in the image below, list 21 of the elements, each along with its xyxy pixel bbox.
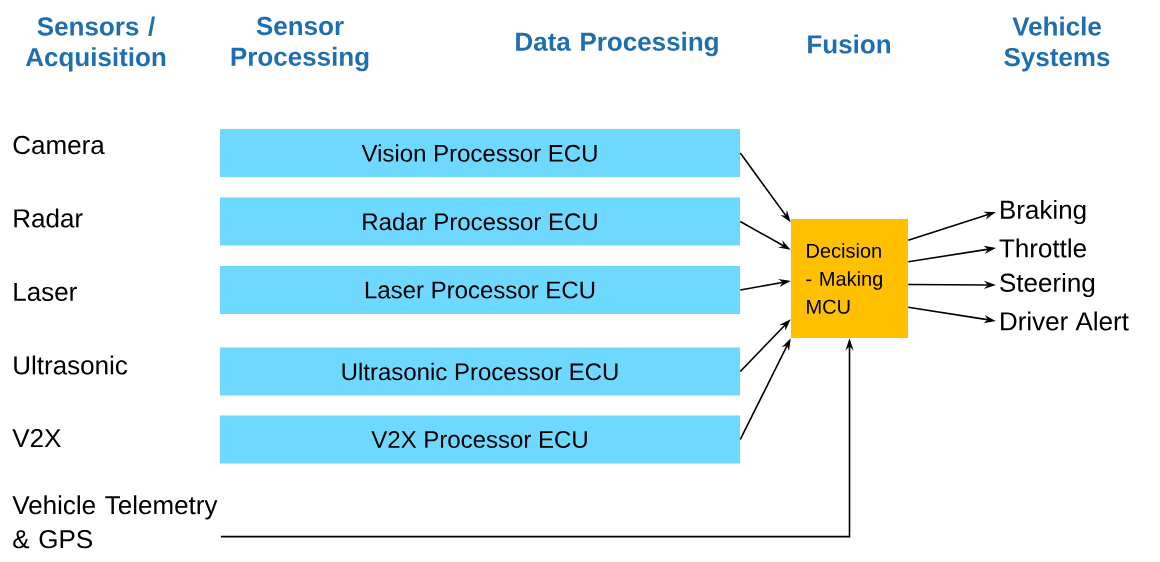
column-heading: Sensors / Acquisition [25, 16, 166, 72]
processor-box: V2X Processor ECU [220, 415, 740, 464]
column-heading: Sensor Processing [231, 16, 369, 72]
output-label: Steering [1000, 272, 1095, 298]
output-label: Braking [1001, 199, 1086, 225]
processor-box: Ultrasonic Processor ECU [220, 347, 740, 396]
output-label: Throttle [999, 238, 1086, 258]
sensor-label: Radar [14, 208, 83, 228]
column-heading: Data Processing [516, 31, 718, 57]
column-heading: Fusion [808, 34, 890, 54]
processor-box: Radar Processor ECU [220, 197, 740, 246]
sensor-label: Laser [14, 282, 77, 302]
sensor-label: V2X [12, 428, 61, 448]
sensor-label: Ultrasonic [14, 355, 128, 375]
column-heading: Vehicle Systems [1004, 16, 1110, 72]
output-label: Driver Alert [1001, 311, 1129, 331]
decision-box: Decision - Making MCU [791, 219, 908, 338]
input-label: Vehicle Telemetry & GPS [12, 495, 218, 549]
processor-box: Laser Processor ECU [220, 266, 740, 314]
processor-box: Vision Processor ECU [220, 129, 740, 177]
sensor-label: Camera [13, 135, 105, 155]
